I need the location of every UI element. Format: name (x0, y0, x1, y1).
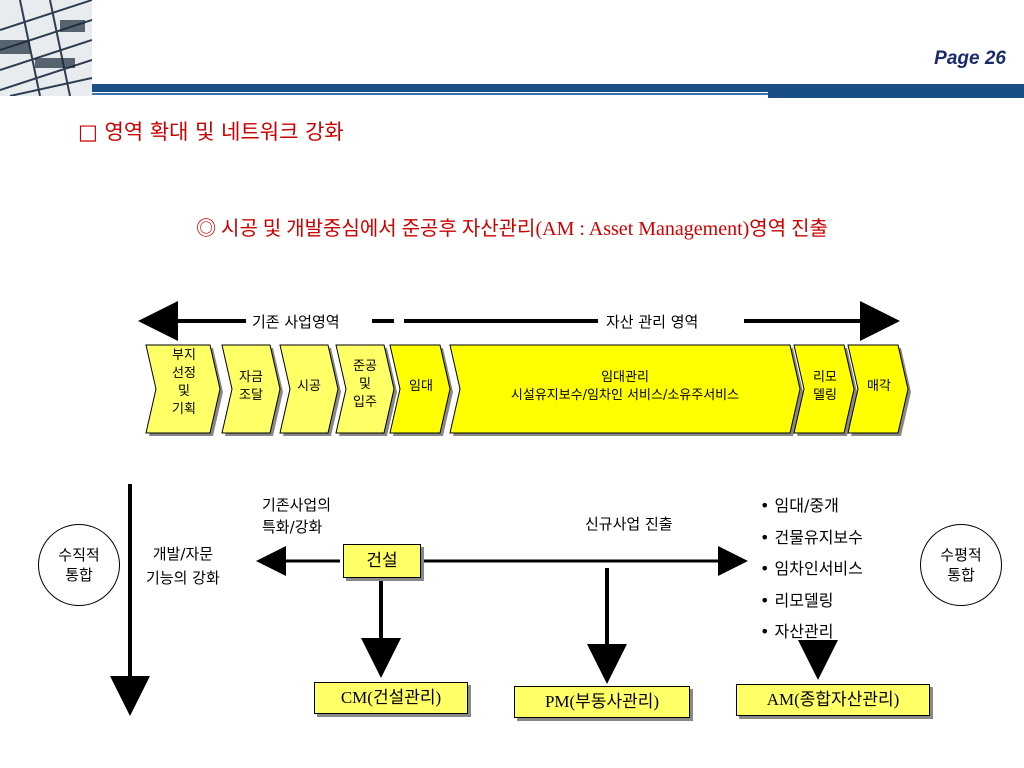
chevron-sale (847, 344, 909, 434)
chevron-lease-management (449, 344, 801, 434)
chevron-label-construction: 시공 (297, 379, 321, 394)
chevron-financing (221, 344, 281, 434)
chevron-label-sale: 매각 (867, 379, 891, 394)
bullet-item: 리모델링 (760, 585, 863, 617)
new-business-label: 신규사업 진출 (585, 515, 673, 533)
chevron-remodeling (793, 344, 855, 434)
am-box: AM(종합자산관리) (736, 684, 930, 716)
bullet-item: 임차인서비스 (760, 553, 863, 585)
header-corner-graphic (0, 0, 92, 96)
service-bullet-list: 임대/중개 건물유지보수 임차인서비스 리모델링 자산관리 (760, 490, 863, 648)
bullet-item: 건물유지보수 (760, 522, 863, 554)
pm-box: PM(부동사관리) (514, 686, 690, 718)
chevron-row (145, 344, 911, 436)
header-bar (92, 84, 1024, 92)
range-label-asset: 자산 관리 영역 (606, 313, 699, 331)
header-rule (92, 93, 768, 95)
slide-title: □ 영역 확대 및 네트워크 강화 (78, 120, 344, 144)
slide-subtitle: ◎ 시공 및 개발중심에서 준공후 자산관리(AM : Asset Manage… (196, 218, 828, 240)
header-bar-accent (768, 92, 1024, 98)
bullet-item: 자산관리 (760, 616, 863, 648)
chevron-site-selection (145, 344, 221, 434)
cm-box: CM(건설관리) (314, 682, 468, 714)
chevron-construction (279, 344, 339, 434)
bullet-item: 임대/중개 (760, 490, 863, 522)
page-number: Page 26 (934, 48, 1006, 69)
range-label-existing: 기존 사업영역 (252, 313, 340, 331)
chevron-lease (389, 344, 451, 434)
chevron-label-lease: 임대 (409, 379, 433, 394)
construction-box: 건설 (343, 544, 421, 578)
chevron-completion (335, 344, 395, 434)
